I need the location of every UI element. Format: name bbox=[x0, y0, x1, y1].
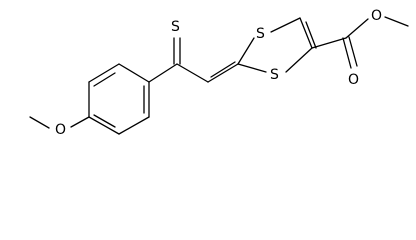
atom-ring-s-bottom: S bbox=[270, 67, 279, 83]
bond-ch-c4-a bbox=[299, 17, 313, 49]
bond-ring-3 bbox=[118, 116, 150, 135]
bond-ring-4 bbox=[88, 116, 120, 135]
bond-c4-s-bottom bbox=[285, 47, 313, 73]
bond-ch-c4-b bbox=[305, 21, 317, 49]
bond-carbonyl-o-1 bbox=[342, 37, 352, 69]
atom-thione-s: S bbox=[171, 19, 180, 35]
bond-ring-inner-3 bbox=[93, 72, 116, 87]
bond-c4-carbonyl bbox=[311, 37, 347, 49]
atom-ring-s-top: S bbox=[256, 26, 265, 42]
atom-methoxy-o: O bbox=[55, 122, 66, 138]
bond-ring-6 bbox=[88, 63, 120, 83]
bond-ring-methoxy-o bbox=[70, 116, 90, 128]
bond-thiocarbonyl-vinyl bbox=[176, 63, 209, 83]
bond-carbonyl-o-2 bbox=[348, 36, 358, 67]
bond-exocyclic-double-1 bbox=[207, 63, 239, 83]
bond-methoxy-methyl bbox=[29, 116, 50, 129]
bond-s-bottom-c2 bbox=[237, 63, 267, 73]
bond-ring-thiocarbonyl bbox=[148, 63, 178, 83]
bond-ring-inner-2 bbox=[93, 114, 116, 128]
bond-ether-o-methyl bbox=[384, 16, 409, 27]
bond-s-top-ch bbox=[270, 17, 301, 33]
bond-carbonyl-ether-o bbox=[345, 18, 369, 39]
bond-ring-1 bbox=[118, 63, 150, 83]
chemical-structure: S S S O O O bbox=[29, 8, 409, 138]
bond-exocyclic-double-2 bbox=[210, 61, 236, 78]
bonds bbox=[29, 16, 409, 135]
atom-labels: S S S O O O bbox=[55, 8, 382, 138]
atom-ester-o-carbonyl: O bbox=[348, 72, 359, 88]
bond-c2-s-top bbox=[237, 37, 255, 65]
atom-ester-o-ether: O bbox=[371, 8, 382, 24]
